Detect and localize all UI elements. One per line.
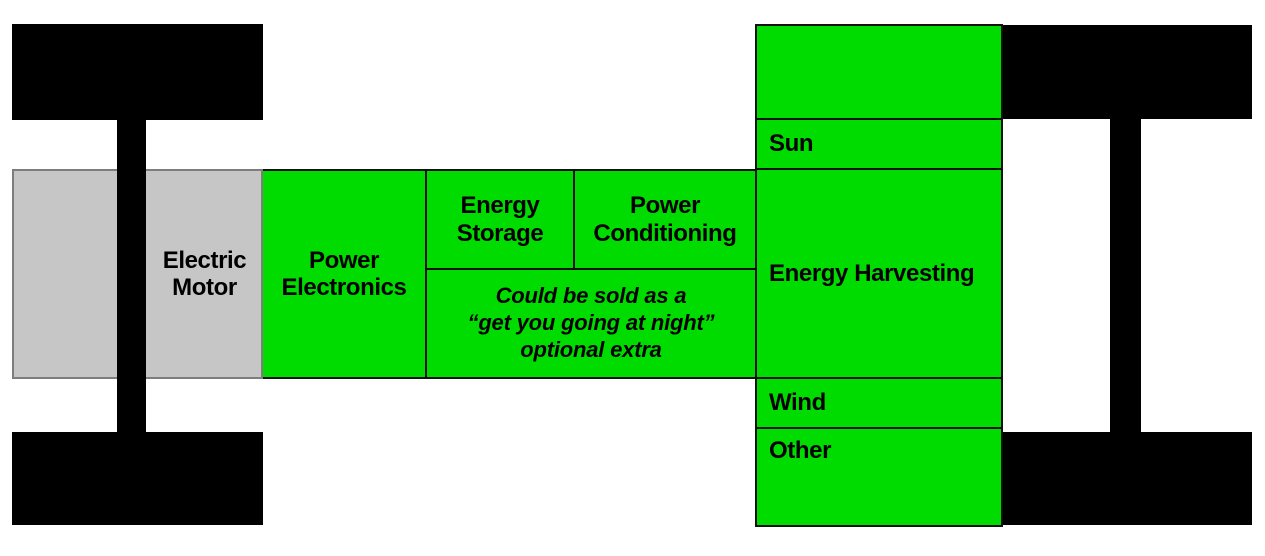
power-conditioning-box: Power Conditioning [573,169,757,270]
wheel-rear-left-icon [12,432,263,525]
electric-motor-label: Electric Motor [162,246,247,301]
energy-harvesting-box: Energy Harvesting [755,168,1003,379]
axle-left-icon [117,120,146,432]
wheel-front-left-icon [12,24,263,120]
other-box: Other [755,427,1003,527]
optional-extra-note: Could be sold as a “get you going at nig… [425,268,757,379]
energy-storage-box: Energy Storage [425,169,575,270]
wind-box: Wind [755,377,1003,429]
note-line-2: “get you going at night” [467,310,715,336]
axle-right-icon [1110,119,1141,432]
note-line-3: optional extra [520,336,662,362]
wheel-front-right-icon [1001,25,1252,119]
harvesting-top-box [755,24,1003,120]
wheel-rear-right-icon [1001,432,1252,525]
sun-box: Sun [755,118,1003,170]
power-electronics-box: Power Electronics [261,169,427,379]
note-line-1: Could be sold as a [495,283,687,309]
